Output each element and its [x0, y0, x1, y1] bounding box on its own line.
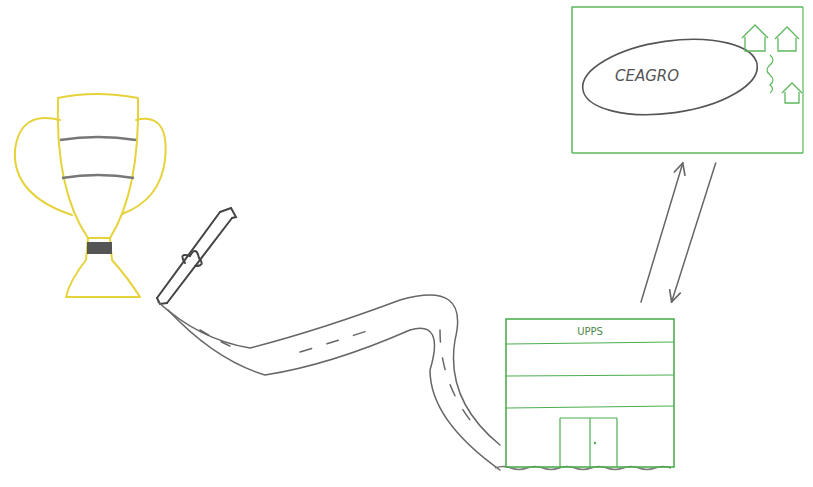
trophy [15, 94, 166, 297]
torch [157, 208, 236, 304]
node-label: UPPS [505, 326, 675, 337]
building-outline [505, 318, 675, 468]
building-box: UPPS [505, 318, 675, 468]
campus-outline [570, 5, 805, 155]
campus-box: CEAGRO [570, 5, 805, 155]
node-label: CEAGRO [615, 67, 679, 85]
flow-arrow [672, 163, 716, 302]
flow-arrow [641, 163, 683, 302]
trophy-band [87, 242, 112, 254]
road [158, 295, 500, 470]
trophy-stripe [60, 137, 136, 140]
trophy-stripe [62, 175, 134, 178]
